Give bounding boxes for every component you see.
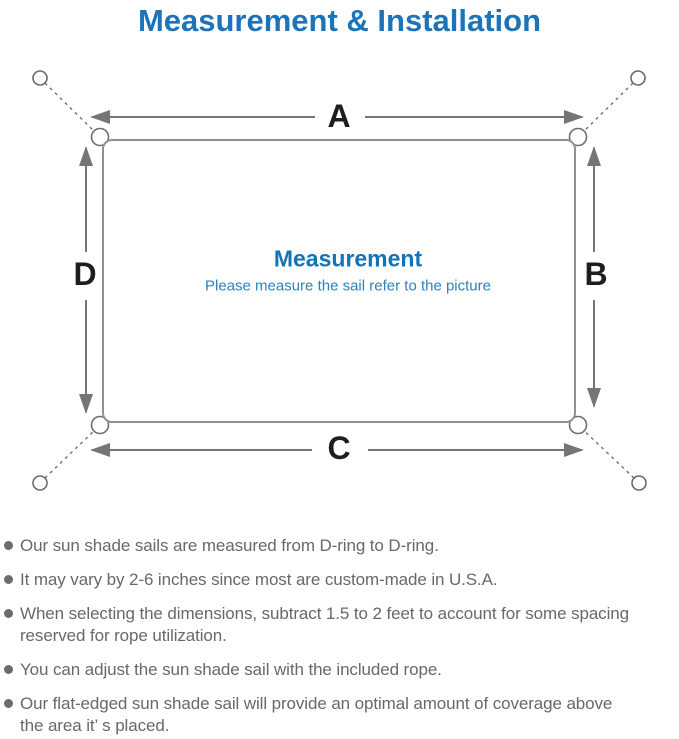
dimension-label-d: D <box>73 256 97 292</box>
bullet-icon <box>4 541 13 550</box>
rope-line-bottom-right <box>579 426 635 479</box>
dimension-label-c: C <box>327 430 351 466</box>
list-item: When selecting the dimensions, subtract … <box>4 603 675 647</box>
note-text: Our sun shade sails are measured from D-… <box>20 536 439 555</box>
note-text: It may vary by 2-6 inches since most are… <box>20 570 498 589</box>
sail-measurement-diagram <box>32 70 647 491</box>
notes-list: Our sun shade sails are measured from D-… <box>4 535 675 739</box>
bullet-icon <box>4 665 13 674</box>
note-text: You can adjust the sun shade sail with t… <box>20 660 442 679</box>
page-title: Measurement & Installation <box>137 3 542 38</box>
note-text: Our flat-edged sun shade sail will provi… <box>20 694 613 735</box>
d-ring-top-left <box>90 127 110 147</box>
anchor-point-top-right <box>630 70 646 86</box>
bullet-icon <box>4 575 13 584</box>
dimension-label-b: B <box>584 256 608 292</box>
d-ring-top-right <box>568 127 588 147</box>
sail-rectangle <box>102 139 576 423</box>
bullet-icon <box>4 609 13 618</box>
anchor-point-top-left <box>32 70 48 86</box>
diagram-caption: Please measure the sail refer to the pic… <box>205 277 491 295</box>
rope-line-top-right <box>579 82 634 136</box>
rope-line-bottom-left <box>44 426 99 479</box>
anchor-point-bottom-right <box>631 475 647 491</box>
rope-line-top-left <box>44 82 99 136</box>
bullet-icon <box>4 699 13 708</box>
dimension-label-a: A <box>327 98 351 134</box>
anchor-point-bottom-left <box>32 475 48 491</box>
list-item: It may vary by 2-6 inches since most are… <box>4 569 675 591</box>
list-item: Our sun shade sails are measured from D-… <box>4 535 675 557</box>
list-item: Our flat-edged sun shade sail will provi… <box>4 693 675 737</box>
diagram-heading: Measurement <box>273 245 423 272</box>
d-ring-bottom-right <box>568 415 588 435</box>
list-item: You can adjust the sun shade sail with t… <box>4 659 675 681</box>
note-text: When selecting the dimensions, subtract … <box>20 604 629 645</box>
d-ring-bottom-left <box>90 415 110 435</box>
